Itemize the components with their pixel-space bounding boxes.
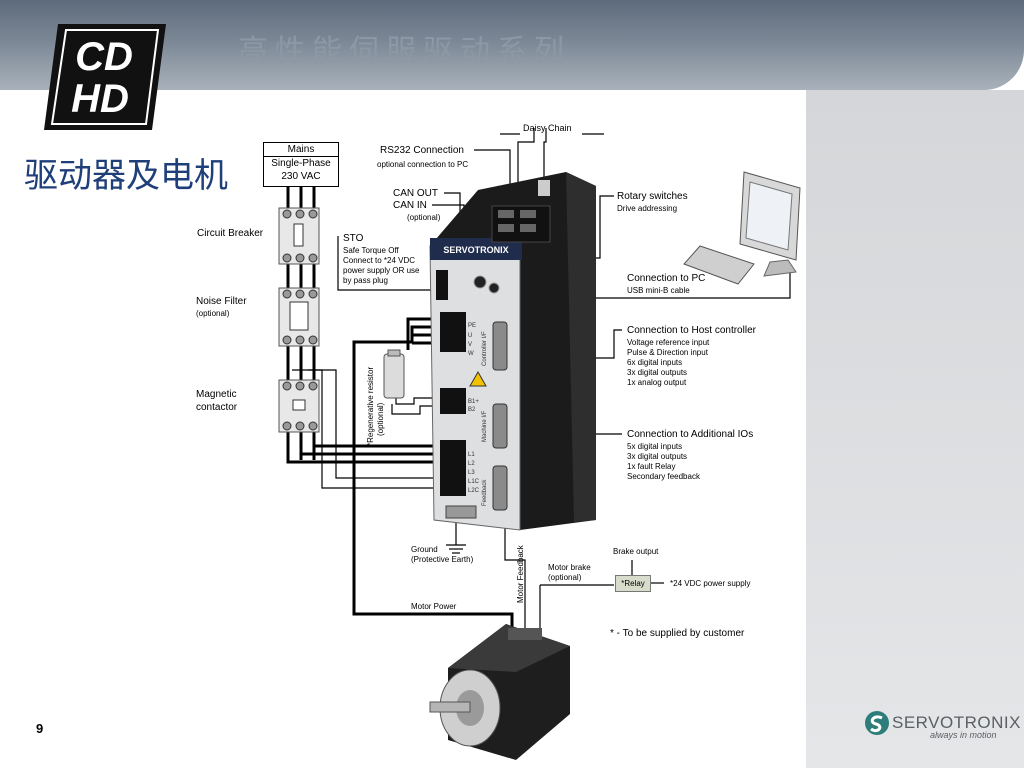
- side-panel: [806, 90, 1024, 768]
- label-regen-2: (optional): [376, 402, 385, 436]
- label-rs232-sub: optional connection to PC: [377, 160, 469, 169]
- label-motor-brake: Motor brake: [548, 563, 591, 572]
- servo-motor: [429, 624, 570, 760]
- label-rotary: Rotary switches: [617, 191, 688, 202]
- label-daisy-chain: Daisy Chain: [523, 123, 572, 133]
- drive-brand: SERVOTRONIX: [443, 245, 508, 255]
- label-noise-filter-sub: (optional): [196, 309, 230, 318]
- label-ground: Ground: [411, 545, 438, 554]
- label-host-line-3: 6x digital inputs: [627, 358, 683, 367]
- label-vdc: *24 VDC power supply: [670, 579, 751, 588]
- label-host-line-2: Pulse & Direction input: [627, 348, 708, 357]
- logo-text-bottom: HD: [71, 77, 129, 121]
- port-label-w: W: [468, 351, 474, 357]
- page-number: 9: [36, 721, 44, 736]
- label-noise-filter: Noise Filter: [196, 296, 247, 307]
- label-can-in: CAN IN: [393, 200, 427, 211]
- label-motor-brake-sub: (optional): [548, 573, 582, 582]
- mains-box: Mains Single-Phase 230 VAC: [263, 142, 339, 187]
- label-pc-sub: USB mini-B cable: [627, 286, 690, 295]
- circuit-breaker: [278, 207, 320, 265]
- pc-computer: [683, 171, 801, 285]
- label-ios-line-3: 1x fault Relay: [627, 462, 676, 471]
- port-label-l2c: L2C: [468, 488, 480, 494]
- label-motor-power: Motor Power: [411, 602, 457, 611]
- label-pc: Connection to PC: [627, 273, 706, 284]
- relay-box: *Relay: [615, 575, 651, 592]
- label-sto-line-4: by pass plug: [343, 276, 388, 285]
- label-can-out: CAN OUT: [393, 188, 438, 199]
- port-label-pe: PE: [468, 323, 476, 329]
- customer-note: * - To be supplied by customer: [610, 628, 745, 639]
- brand-name: SERVOTRONIX: [892, 713, 1021, 732]
- label-regen-1: *Regenerative resistor: [366, 366, 375, 446]
- label-magnetic-1: Magnetic: [196, 389, 237, 400]
- label-motor-feedback: Motor Feedback: [516, 545, 525, 603]
- label-ground-sub: (Protective Earth): [411, 555, 474, 564]
- regen-resistor: [383, 349, 405, 399]
- label-ios-line-4: Secondary feedback: [627, 472, 700, 481]
- label-sto: STO: [343, 233, 364, 244]
- label-host-line-4: 3x digital outputs: [627, 368, 688, 377]
- label-ios-line-2: 3x digital outputs: [627, 452, 688, 461]
- port-label-l1c: L1C: [468, 479, 480, 485]
- label-rotary-sub: Drive addressing: [617, 204, 678, 213]
- label-host-line-5: 1x analog output: [627, 378, 687, 387]
- label-sto-line-2: Connect to *24 VDC: [343, 256, 416, 265]
- port-label-v: V: [468, 342, 472, 348]
- label-sto-line-3: power supply OR use: [343, 266, 420, 275]
- mains-voltage: 230 VAC: [281, 171, 321, 182]
- cdhd-logo: CD HD: [44, 24, 166, 130]
- connector-label-feedback: Feedback: [482, 479, 488, 506]
- port-label-l2: L2: [468, 461, 475, 467]
- header-bar: [0, 0, 1024, 90]
- port-label-l1: L1: [468, 452, 475, 458]
- brand-tagline: always in motion: [930, 730, 997, 740]
- label-circuit-breaker: Circuit Breaker: [197, 228, 264, 239]
- noise-filter: [278, 287, 320, 347]
- label-brake-output: Brake output: [613, 547, 659, 556]
- servo-drive: SERVOTRONIX: [429, 172, 596, 531]
- label-sto-line-1: Safe Torque Off: [343, 246, 399, 255]
- label-host-line-1: Voltage reference input: [627, 338, 710, 347]
- page-title: 驱动器及电机: [24, 156, 228, 196]
- label-ios: Connection to Additional IOs: [627, 429, 754, 440]
- mains-title: Mains: [264, 144, 338, 157]
- label-magnetic-2: contactor: [196, 402, 238, 413]
- port-label-b1: B1+: [468, 399, 479, 405]
- header-title: 高性能伺服驱动系列: [238, 34, 571, 69]
- port-label-b2: B2: [468, 407, 476, 413]
- mains-phase: Single-Phase: [271, 158, 331, 169]
- label-can-sub: (optional): [407, 213, 441, 222]
- port-label-u: U: [468, 333, 472, 339]
- label-rs232: RS232 Connection: [380, 145, 464, 156]
- label-ios-line-1: 5x digital inputs: [627, 442, 683, 451]
- magnetic-contactor: [278, 379, 320, 433]
- label-host: Connection to Host controller: [627, 325, 756, 336]
- port-label-l3: L3: [468, 470, 475, 476]
- connector-label-controller: Controller I/F: [482, 331, 488, 366]
- logo-text-top: CD: [75, 35, 133, 79]
- connector-label-machine: Machine I/F: [482, 410, 488, 442]
- servotronix-logo-icon: [864, 710, 890, 741]
